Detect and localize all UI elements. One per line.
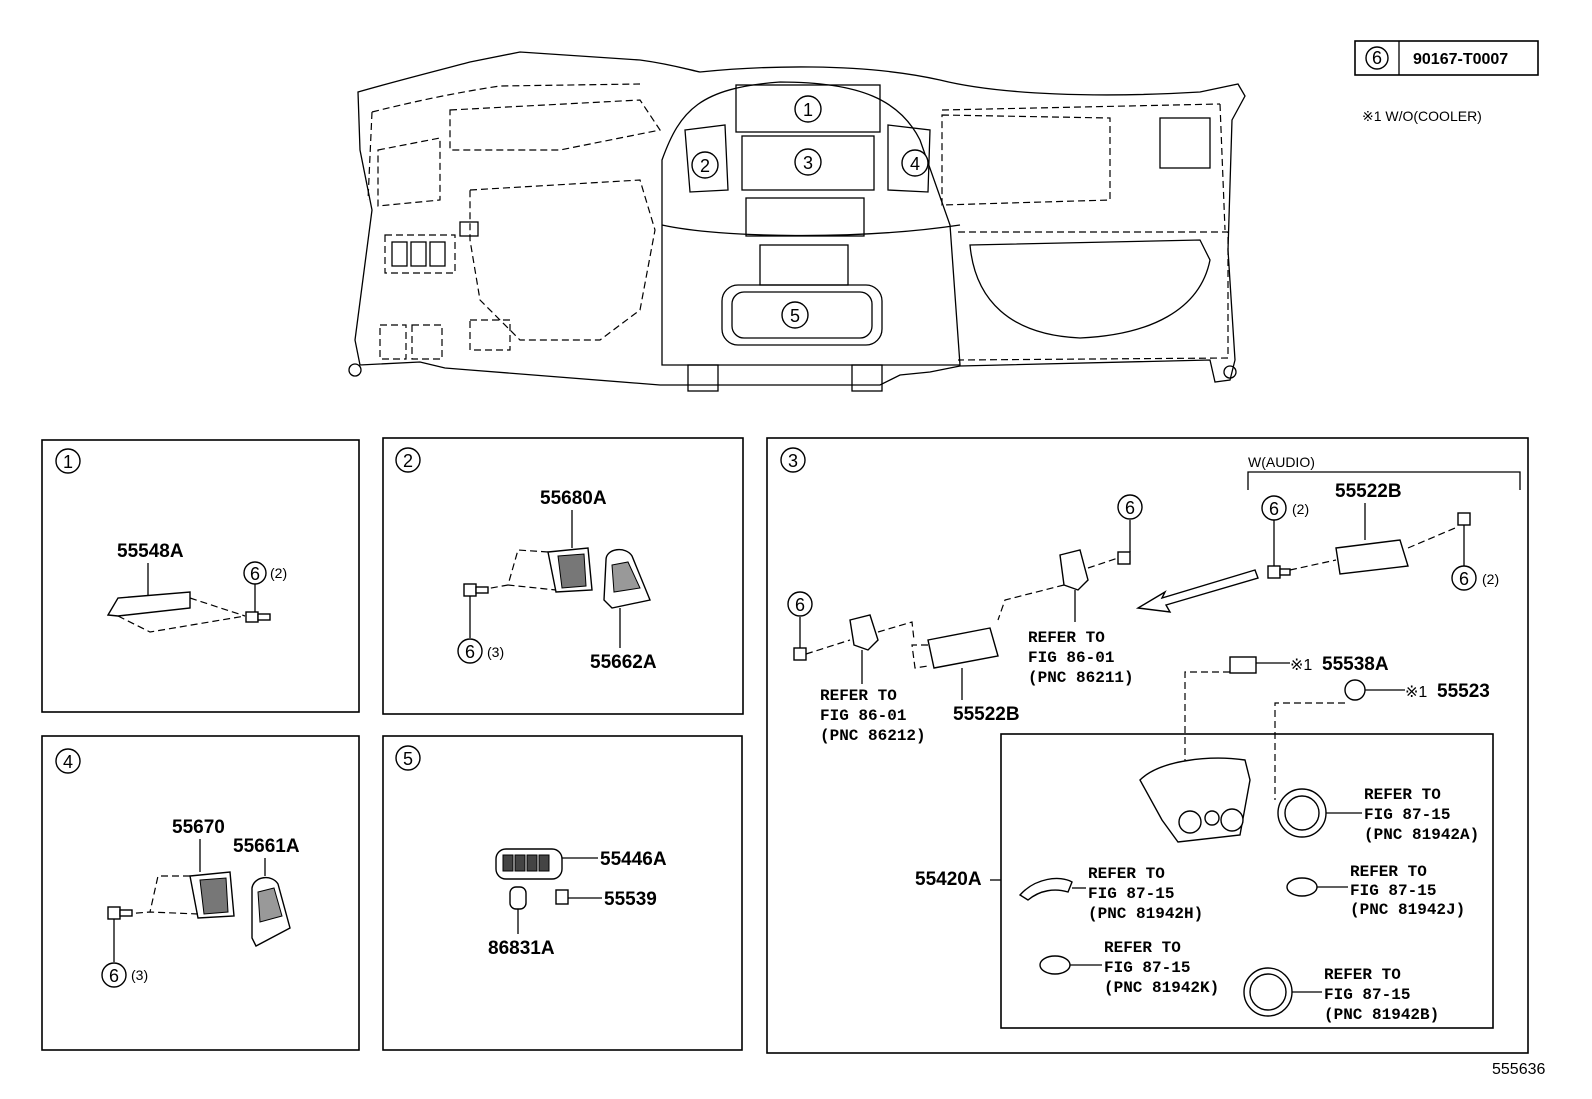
- panel-1-screw-qty: (2): [270, 565, 287, 581]
- part-55523: 55523: [1437, 681, 1490, 702]
- legend-part-number: 90167-T0007: [1413, 51, 1508, 68]
- part-86831A: 86831A: [488, 938, 555, 959]
- panel-2-screw-ref: 6: [465, 642, 475, 662]
- panel-4-screw-ref: 6: [109, 966, 119, 986]
- panel-3: 3 W(AUDIO) 55522B 6 (2) 6 (2) 6 REFER TO…: [766, 437, 1529, 1054]
- ref-k-2: FIG 87-15: [1104, 959, 1190, 977]
- panel-2-index: 2: [403, 451, 413, 471]
- part-55538A: 55538A: [1322, 654, 1389, 675]
- ref-j-3: (PNC 81942J): [1350, 901, 1465, 919]
- ref-j-2: FIG 87-15: [1350, 882, 1436, 900]
- ref-j-1: REFER TO: [1350, 863, 1427, 881]
- part-55539: 55539: [604, 889, 657, 910]
- panel-1-index: 1: [63, 452, 73, 472]
- panel-1-screw-ref: 6: [250, 564, 260, 584]
- legend-box: 6 90167-T0007: [1354, 40, 1539, 76]
- ref-b-1: REFER TO: [1324, 966, 1401, 984]
- ref-k-3: (PNC 81942K): [1104, 979, 1219, 997]
- ref-a-3: (PNC 81942A): [1364, 826, 1479, 844]
- ref-a-1: REFER TO: [1364, 786, 1441, 804]
- mark-55538A: ※1: [1290, 657, 1312, 674]
- dash-callout-2: 2: [700, 156, 710, 176]
- part-55662A: 55662A: [590, 652, 657, 673]
- audio-group-label: W(AUDIO): [1248, 454, 1315, 470]
- part-55446A: 55446A: [600, 849, 667, 870]
- panel-2-screw-qty: (3): [487, 644, 504, 660]
- ref-mid-2: FIG 86-01: [1028, 649, 1114, 667]
- ref-left-2: FIG 86-01: [820, 707, 906, 725]
- panel-4-index: 4: [63, 752, 73, 772]
- p3-screw-ref-a: 6: [1269, 499, 1279, 519]
- ref-left-3: (PNC 86212): [820, 727, 926, 745]
- ref-k-1: REFER TO: [1104, 939, 1181, 957]
- panel-5-index: 5: [403, 749, 413, 769]
- part-55522B-upper: 55522B: [1335, 481, 1402, 502]
- cooler-note: ※1 W/O(COOLER): [1362, 108, 1482, 124]
- p3-screw-ref-b: 6: [1459, 569, 1469, 589]
- panel-4-screw-qty: (3): [131, 967, 148, 983]
- ref-left-1: REFER TO: [820, 687, 897, 705]
- part-55420A: 55420A: [915, 869, 982, 890]
- p3-screw-qty-a: (2): [1292, 501, 1309, 517]
- ref-h-3: (PNC 81942H): [1088, 905, 1203, 923]
- part-55661A: 55661A: [233, 836, 300, 857]
- ref-a-2: FIG 87-15: [1364, 806, 1450, 824]
- ref-h-2: FIG 87-15: [1088, 885, 1174, 903]
- p3-screw-ref-d: 6: [795, 595, 805, 615]
- dash-callout-5: 5: [790, 306, 800, 326]
- part-55548A: 55548A: [117, 541, 184, 562]
- ref-b-3: (PNC 81942B): [1324, 1006, 1439, 1024]
- panel-3-index: 3: [788, 451, 798, 471]
- dashboard-overview: 1 2 3 4 5: [348, 51, 1246, 392]
- dash-callout-4: 4: [910, 154, 920, 174]
- panel-1: 1 55548A 6 (2): [41, 439, 360, 713]
- panel-2: 2 55680A 6 (3) 55662A: [382, 437, 744, 715]
- mark-55523: ※1: [1405, 684, 1427, 701]
- panel-4: 4 55670 6 (3) 55661A: [41, 735, 360, 1051]
- ref-mid-1: REFER TO: [1028, 629, 1105, 647]
- part-55522B-lower: 55522B: [953, 704, 1020, 725]
- ref-h-1: REFER TO: [1088, 865, 1165, 883]
- p3-screw-ref-c: 6: [1125, 498, 1135, 518]
- figure-id: 555636: [1492, 1061, 1545, 1078]
- dash-callout-3: 3: [803, 153, 813, 173]
- part-55680A: 55680A: [540, 488, 607, 509]
- ref-b-2: FIG 87-15: [1324, 986, 1410, 1004]
- ref-mid-3: (PNC 86211): [1028, 669, 1134, 687]
- panel-5: 5 55446A 55539 86831A: [382, 735, 743, 1051]
- legend-ref-circle: 6: [1372, 48, 1382, 68]
- dash-callout-1: 1: [803, 100, 813, 120]
- part-55670: 55670: [172, 817, 225, 838]
- p3-screw-qty-b: (2): [1482, 571, 1499, 587]
